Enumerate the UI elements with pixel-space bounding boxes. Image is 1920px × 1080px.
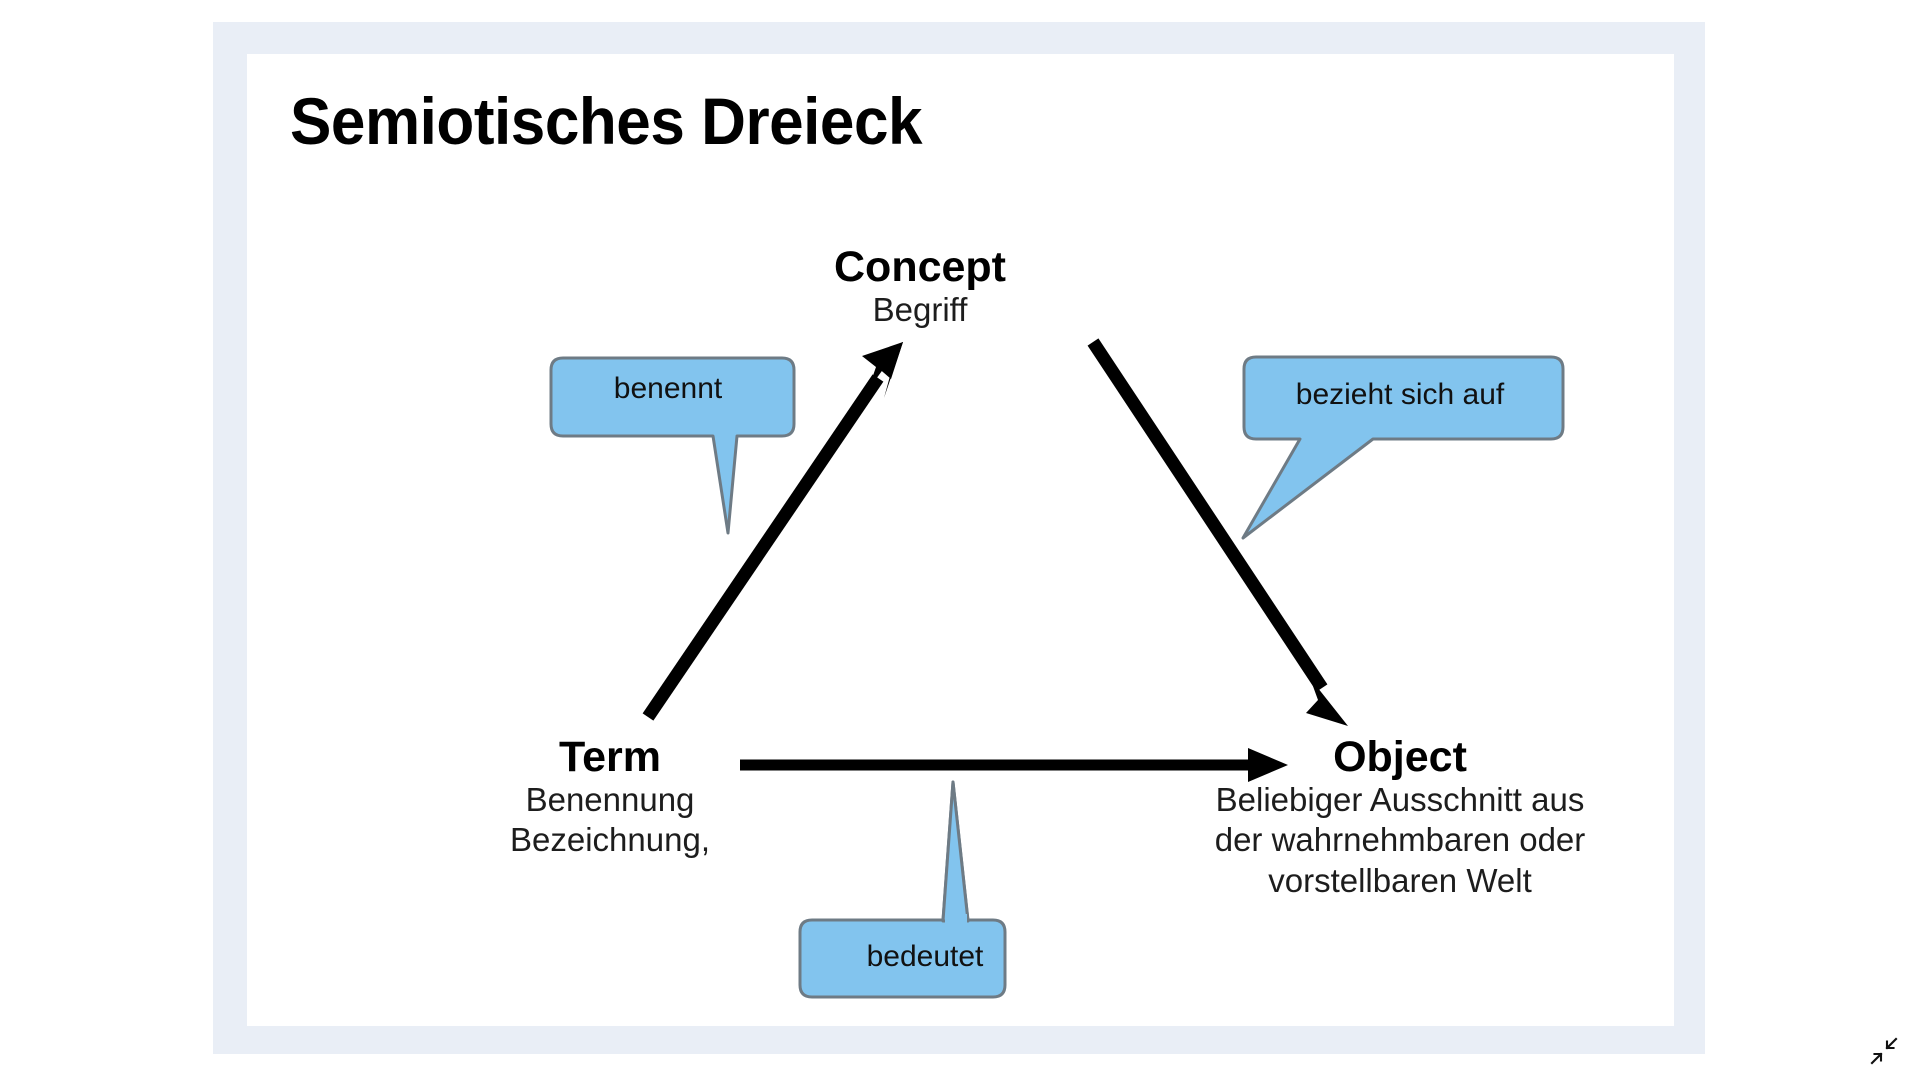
node-object-subtitle-2: vorstellbaren Welt: [1268, 861, 1532, 899]
callout-bezieht-sich-auf-label: bezieht sich auf: [1295, 378, 1505, 411]
node-object: Object Beliebiger Ausschnitt aus der wah…: [1140, 733, 1660, 901]
callout-benennt-label: benennt: [613, 372, 723, 405]
node-concept-subtitle-0: Begriff: [872, 291, 968, 329]
node-term: Term Benennung Bezeichnung,: [430, 733, 790, 861]
node-term-subtitle-1: Bezeichnung,: [510, 821, 710, 859]
collapse-arrows-icon[interactable]: [1868, 1035, 1900, 1067]
node-concept-title: Concept: [834, 243, 1006, 291]
page-title: Semiotisches Dreieck: [290, 84, 923, 158]
node-object-title: Object: [1333, 733, 1467, 781]
node-concept: Concept Begriff: [760, 243, 1080, 330]
node-object-subtitle-1: der wahrnehmbaren oder: [1214, 821, 1586, 859]
node-object-subtitle-0: Beliebiger Ausschnitt aus: [1215, 781, 1585, 819]
callout-bedeutet-label: bedeutet: [866, 940, 984, 973]
node-term-title: Term: [559, 733, 661, 781]
node-term-subtitle-0: Benennung: [525, 781, 695, 819]
